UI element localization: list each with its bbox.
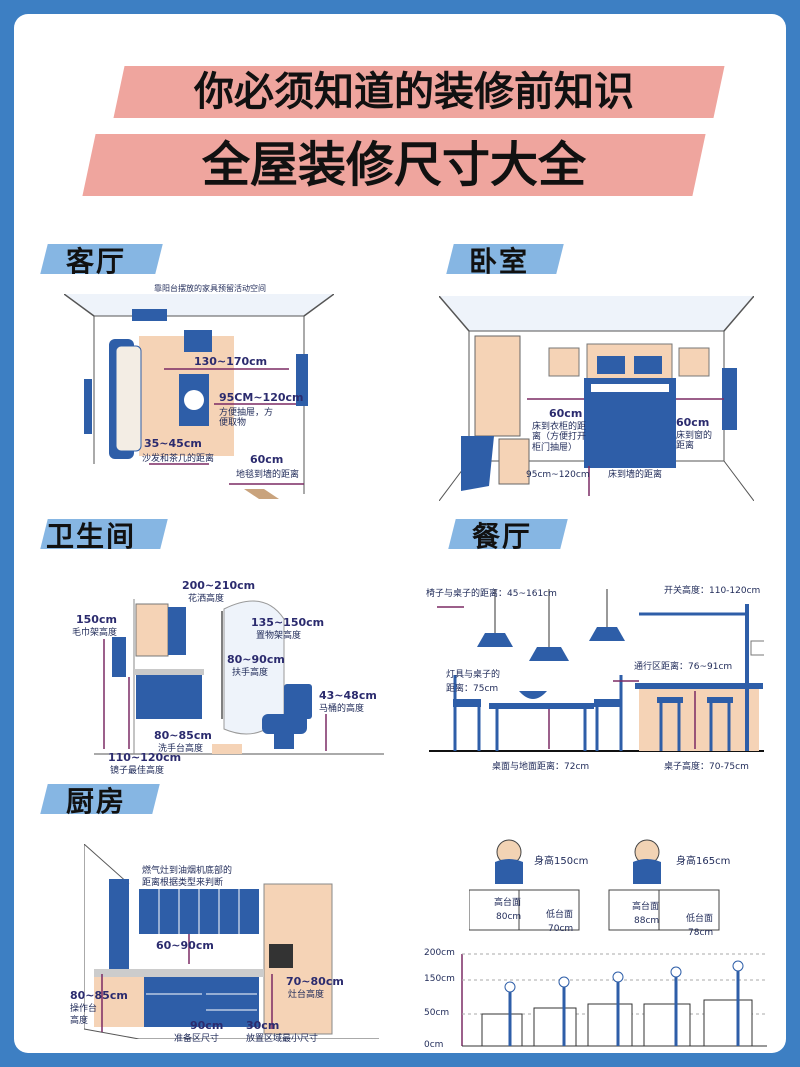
living-dim-sofa-table: 35~45cm: [144, 437, 202, 450]
bedroom-note-right: 床到窗的距离: [676, 431, 713, 452]
height-p2-height: 身高165cm: [676, 856, 731, 867]
section-title-dining: 餐厅: [472, 520, 533, 553]
dining-note-aisle: 通行区距离：76~91cm: [634, 662, 733, 672]
living-note-table: 方便抽屉，方便取物: [219, 408, 274, 429]
bedroom-note-bottom: 床到墙的距离: [608, 470, 663, 480]
dining-note-lamp-1: 灯具与桌子的: [446, 670, 501, 680]
height-p2-high-val: 88cm: [634, 916, 660, 926]
bedroom-illustration: [438, 295, 755, 502]
bath-note-toilet: 马桶的高度: [319, 704, 365, 714]
kitchen-note-place: 放置区域最小尺寸: [246, 1034, 319, 1044]
living-note-sofa-table: 沙发和茶几的距离: [142, 454, 215, 464]
bath-note-towel: 毛巾架高度: [72, 628, 118, 638]
height-p2-low: 低台面: [686, 914, 714, 924]
title-line-1: 你必须知道的装修前知识: [194, 69, 634, 115]
height-p1-low: 低台面: [546, 910, 574, 920]
dining-illustration: [429, 589, 766, 752]
bath-dim-towel: 150cm: [76, 613, 117, 626]
kitchen-note-prep: 准备区尺寸: [174, 1034, 220, 1044]
dining-note-lamp-2: 距离：75cm: [446, 684, 499, 694]
section-title-bedroom: 卧室: [469, 245, 530, 278]
living-dim-rug-wall: 60cm: [250, 453, 284, 466]
bedroom-dim-right: 60cm: [676, 416, 710, 429]
bedroom-note-left: 床到衣柜的距离（方便打开柜门抽屉）: [532, 422, 587, 453]
bath-note-basin: 洗手台高度: [158, 744, 204, 754]
dining-note-chair-table: 椅子与桌子的距离：45~161cm: [426, 589, 557, 599]
kitchen-note-counter-1: 操作台: [70, 1004, 98, 1014]
dining-note-table-floor: 桌面与地面距离：72cm: [492, 762, 590, 772]
kitchen-note-stove: 灶台高度: [288, 990, 325, 1000]
height-p2-high: 高台面: [632, 902, 660, 912]
kitchen-note-hood-1: 燃气灶到油烟机底部的: [142, 866, 233, 876]
poster-card: 你必须知道的装修前知识 全屋装修尺寸大全 客厅 卧室 卫生间 餐厅 厨房: [14, 14, 786, 1053]
height-p1-high: 高台面: [494, 898, 522, 908]
bathroom-illustration: [94, 599, 384, 755]
height-p1-high-val: 80cm: [496, 912, 522, 922]
living-room-illustration: [63, 293, 335, 499]
living-note-rug-wall: 地毯到墙的距离: [236, 470, 300, 480]
bath-dim-shelf: 135~150cm: [251, 616, 325, 629]
bath-dim-basin: 80~85cm: [154, 729, 212, 742]
bath-dim-handrail: 80~90cm: [227, 653, 285, 666]
height-axis-200: 200cm: [424, 948, 455, 958]
height-guide-figures: [468, 832, 769, 952]
living-dim-sofa-tv: 130~170cm: [194, 355, 268, 368]
height-scale-illustration: [461, 953, 767, 1047]
height-guide-illustration: [468, 839, 720, 931]
height-axis-150: 150cm: [424, 974, 455, 984]
kitchen-diagram: [83, 843, 379, 1040]
kitchen-dim-stove: 70~80cm: [286, 975, 344, 988]
bathroom-diagram: [84, 579, 384, 764]
bath-dim-mirror: 110~120cm: [108, 751, 182, 764]
bath-dim-toilet: 43~48cm: [319, 689, 377, 702]
kitchen-note-hood-2: 距离根据类型来判断: [142, 878, 224, 888]
kitchen-dim-place: 30cm: [246, 1019, 280, 1032]
height-p1-height: 身高150cm: [534, 856, 589, 867]
kitchen-note-counter-2: 高度: [70, 1016, 89, 1026]
title-line-2: 全屋装修尺寸大全: [201, 137, 586, 193]
section-title-bathroom: 卫生间: [46, 520, 137, 553]
section-title-living: 客厅: [66, 245, 127, 278]
living-dim-table-tv: 95CM~120cm: [219, 391, 304, 404]
kitchen-dim-counter: 80~85cm: [70, 989, 128, 1002]
bedroom-dim-left: 60cm: [549, 407, 583, 420]
height-axis-50: 50cm: [424, 1008, 450, 1018]
bath-note-shelf: 置物架高度: [256, 631, 302, 641]
kitchen-dim-prep: 90cm: [190, 1019, 224, 1032]
bedroom-diagram: [438, 295, 755, 502]
living-room-diagram: [63, 293, 335, 499]
dining-diagram: [429, 589, 766, 764]
bath-note-handrail: 扶手高度: [232, 668, 269, 678]
bath-note-mirror: 镜子最佳高度: [110, 766, 165, 776]
bedroom-dim-bottom: 95cm~120cm: [526, 470, 590, 480]
section-title-kitchen: 厨房: [66, 785, 127, 818]
height-p1-low-val: 70cm: [548, 924, 574, 934]
height-scale-diagram: [422, 942, 767, 1052]
height-p2-low-val: 78cm: [688, 928, 714, 938]
kitchen-illustration: [83, 843, 379, 1040]
dining-note-switch: 开关高度：110-120cm: [664, 586, 761, 596]
dining-note-bar: 桌子高度：70-75cm: [664, 762, 749, 772]
kitchen-dim-hood: 60~90cm: [156, 939, 214, 952]
bath-note-shower: 花洒高度: [188, 594, 225, 604]
living-note-top: 靠阳台摆放的家具预留活动空间: [154, 284, 266, 293]
bath-dim-shower: 200~210cm: [182, 579, 256, 592]
height-axis-0: 0cm: [424, 1040, 444, 1050]
